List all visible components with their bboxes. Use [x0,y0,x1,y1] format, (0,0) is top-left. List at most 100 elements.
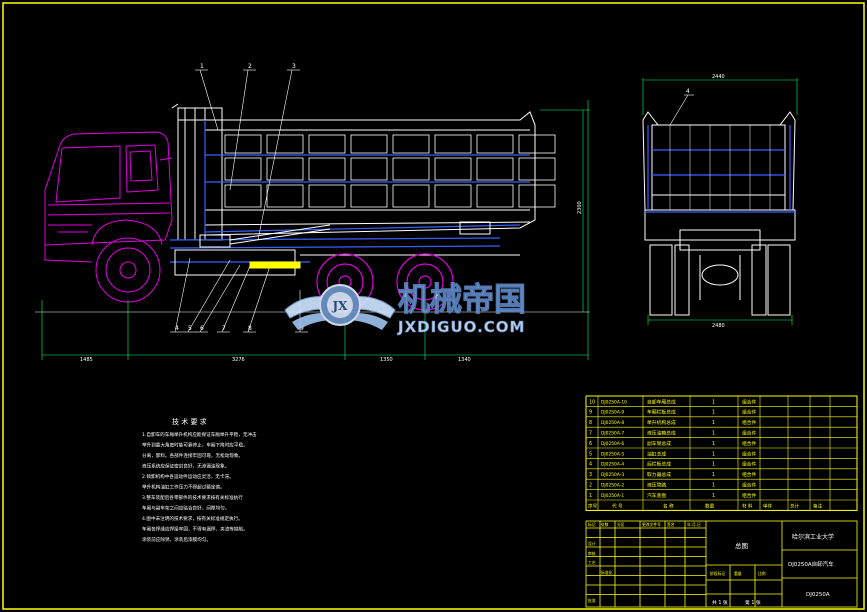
dim-height: 2300 [577,201,583,214]
tech-line: 2.倾卸机构中各运动件运动应灵活，无卡滞。 [142,473,234,480]
dump-body [204,111,536,236]
rear-view: 2440 2480 4 [642,74,798,329]
body-panel [392,184,430,208]
dim-4: 1340 [458,357,471,363]
callouts-rear: 4 [669,88,694,126]
callout-leader [199,264,241,333]
parts-name: 举升机构总成 [647,419,676,426]
callout-label: 6 [200,325,204,332]
title-label: 处数 [601,522,609,527]
parts-qty: 1 [712,441,715,447]
sheet-total: 共 1 张 [712,599,728,606]
parts-no: 7 [589,431,592,437]
watermark-wings-logo [284,284,396,330]
parts-code: DJ0250A-6 [601,441,624,447]
parts-qty: 1 [712,420,715,426]
title-label: 标记 [588,522,596,527]
parts-code: DJ0250A-7 [601,431,624,437]
title-label: 设计 [588,541,596,546]
body-panel [518,134,556,154]
title-frame [585,520,858,608]
parts-header: 总计 [790,502,800,509]
dim-rear-top: 2440 [712,74,725,80]
body-panel [392,134,430,154]
parts-no: 3 [589,472,592,478]
title-label: 签名 [667,522,675,527]
parts-frame [585,395,858,511]
drawing-number: DJ0250A [806,592,830,598]
parts-header: 数量 [705,502,715,509]
watermark-title: 机械帝国 [398,280,526,318]
callout-label: 7 [222,325,226,332]
tech-line: 液压系统应保证密封良好，无渗漏油现象。 [142,463,229,470]
callout-leader [247,265,271,333]
parts-name: 后栏板总成 [647,461,671,468]
parts-material: 组合件 [742,461,757,468]
dimension-lines-side [41,100,590,360]
body-panel [224,134,262,154]
body-panel [224,184,262,208]
chassis [174,221,520,276]
sheet-number: 第 1 张 [745,599,761,606]
body-panel [224,157,262,181]
title-label: 重量 [734,571,742,576]
body-panel [476,184,514,208]
body-panel [308,184,346,208]
parts-material: 组合件 [742,409,757,416]
parts-code: DJ0250A-3 [601,472,624,478]
parts-header: 材 料 [742,502,753,509]
callout-leader [187,259,231,333]
tech-title: 技 术 要 求 [172,417,207,426]
tech-requirements: 技 术 要 求 1.自卸车的车厢举升机构应能保证车厢举升平稳，无冲击 举升到最大… [142,417,257,543]
parts-header: 备注 [813,502,823,509]
dimension-lines-rear [642,78,798,325]
subframe [169,120,530,263]
parts-name: 油缸总成 [647,450,666,457]
parts-qty: 1 [712,451,715,457]
body-panel [266,134,304,154]
title-label: 更改文件号 [642,522,661,527]
body-panel [518,157,556,181]
hydraulic-cylinder [249,261,301,269]
watermark-domain: JXDIGUO.COM [397,318,525,336]
callout-label: 4 [175,325,179,332]
body-panel [266,184,304,208]
dim-3: 1350 [380,357,393,363]
parts-name: 液压管路 [647,482,666,489]
callout-leader [229,69,249,191]
callout-label: 5 [188,325,192,332]
rear-frame [645,125,795,213]
parts-header: 单件 [763,502,773,509]
title-block: 总图哈尔滨工业大学DJ0250A自卸汽车DJ0250A共 1 张第 1 张标记处… [585,520,858,608]
callout-label: 9 [300,325,304,332]
tech-line: 举升机构油缸工作压力不得超过额定值。 [142,484,225,491]
body-panel [434,184,472,208]
body-panel [434,134,472,154]
rear-body [642,111,796,316]
parts-qty: 1 [712,431,715,437]
callout-label: 2 [248,63,252,70]
parts-no: 6 [589,441,592,447]
callout-leader [221,265,251,333]
watermark-logo-letters: JX [332,299,349,313]
parts-no: 10 [589,399,595,405]
truck-cab [44,131,173,263]
body-panel [350,157,388,181]
parts-material: 组合件 [742,440,757,447]
parts-no: 4 [589,462,592,468]
parts-code: DJ0250A-9 [601,410,624,416]
headboard [171,103,223,241]
watermark: JX 机械帝国 JXDIGUO.COM [284,280,527,336]
body-panel [350,134,388,154]
rear-panel-lines [669,125,771,210]
callout-label: 3 [292,63,296,70]
body-panel [434,157,472,181]
company-name: 哈尔滨工业大学 [792,533,834,541]
parts-header: 代 号 [612,502,623,509]
parts-material: 组合件 [742,450,757,457]
parts-code: DJ0250A-5 [601,451,624,457]
parts-no: 9 [589,410,592,416]
tech-line: 1.自卸车的车厢举升机构应能保证车厢举升平稳，无冲击 [142,431,257,438]
callout-leader [257,69,293,241]
title-label: 标准化 [601,570,613,575]
